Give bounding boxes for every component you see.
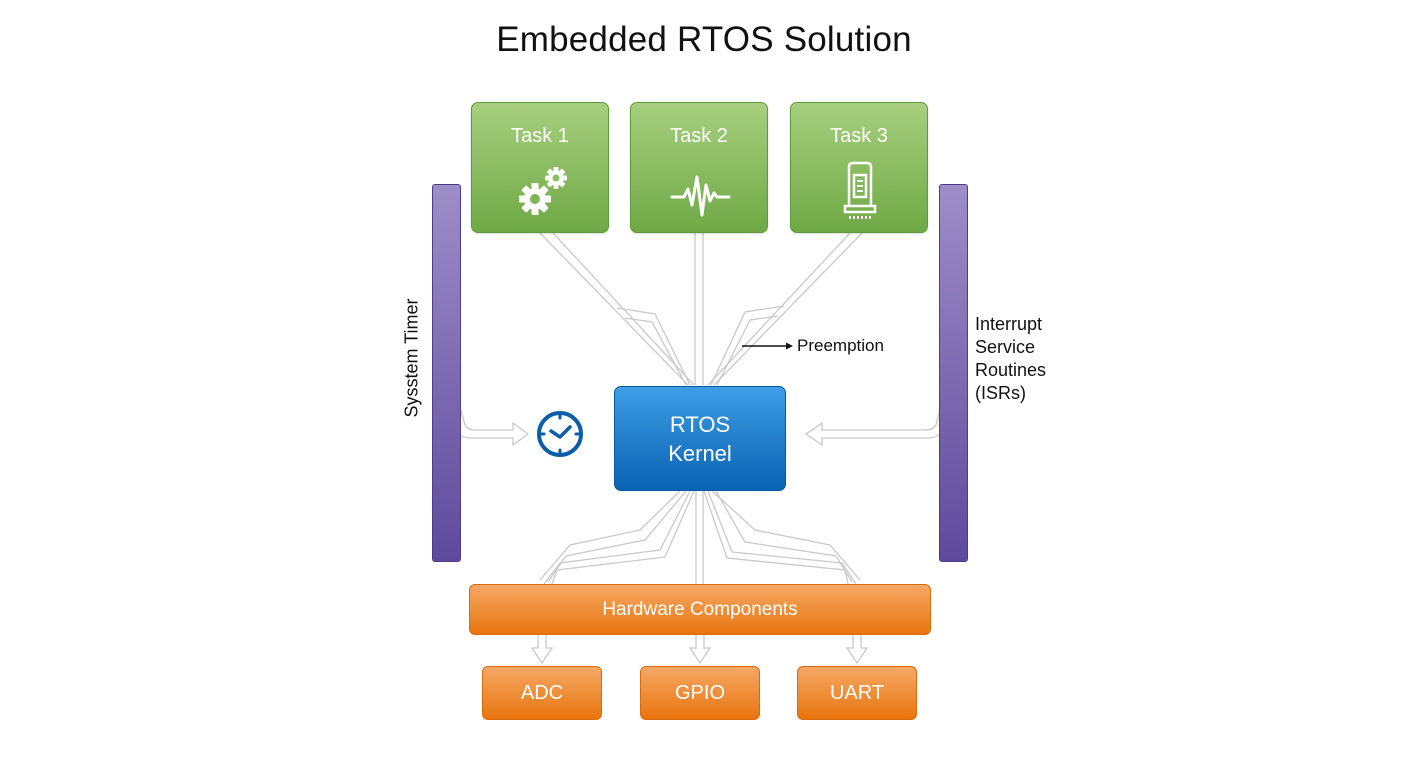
connector-kernel-hardware: [703, 490, 849, 585]
hardware-components-box[interactable]: Hardware Components: [469, 584, 931, 635]
peripheral-uart[interactable]: UART: [797, 666, 917, 720]
system-timer-bar: [432, 184, 461, 562]
kernel-label-line2: Kernel: [668, 440, 732, 466]
arrow-hardware-gpio: [688, 635, 712, 665]
connector-task3-kernel: [713, 232, 863, 386]
preemption-arrow: [742, 342, 793, 350]
task-1-box[interactable]: Task 1: [471, 102, 609, 233]
system-timer-label: Sysstem Timer: [401, 298, 422, 418]
task-3-label: Task 3: [830, 125, 888, 147]
isr-label-line: (ISRs): [975, 383, 1026, 403]
connector-task3-kernel: [707, 232, 851, 386]
isr-label-line: Routines: [975, 360, 1047, 380]
connector-task3-kernel: [710, 305, 785, 386]
isr-label-line: Interrupt: [975, 314, 1043, 334]
connector-kernel-hardware: [543, 490, 691, 585]
clock-icon: [537, 411, 583, 457]
waveform-icon: [670, 175, 731, 217]
isr-bar: [939, 184, 968, 562]
connector-task1-kernel: [539, 232, 689, 386]
task-2-box[interactable]: Task 2: [630, 102, 768, 233]
rtos-kernel-box[interactable]: RTOS Kernel: [614, 386, 786, 491]
task-1-label: Task 1: [511, 125, 569, 147]
isr-label: Interrupt Service Routines (ISRs): [975, 313, 1046, 405]
gears-icon: [519, 167, 567, 215]
task-3-box[interactable]: Task 3: [790, 102, 928, 233]
peripheral-adc[interactable]: ADC: [482, 666, 602, 720]
isr-label-line: Service: [975, 337, 1036, 357]
arrow-hardware-uart: [845, 635, 869, 665]
task-2-label: Task 2: [670, 125, 728, 147]
peripheral-gpio[interactable]: GPIO: [640, 666, 760, 720]
connector-kernel-hardware: [539, 490, 681, 581]
connector-task1-kernel: [624, 317, 687, 386]
device-icon: [843, 161, 877, 219]
connector-task3-kernel: [716, 315, 779, 386]
connector-task1-kernel: [616, 307, 691, 386]
kernel-label-line1: RTOS: [669, 411, 731, 437]
connector-kernel-hardware: [547, 490, 687, 583]
diagram-title: Embedded RTOS Solution: [496, 20, 912, 59]
connector-kernel-hardware: [715, 490, 853, 583]
connector-kernel-hardware: [551, 490, 695, 585]
arrow-hardware-adc: [530, 635, 554, 665]
connector-kernel-hardware: [711, 490, 861, 581]
preemption-label: Preemption: [797, 336, 884, 355]
connector-kernel-hardware: [707, 490, 857, 585]
